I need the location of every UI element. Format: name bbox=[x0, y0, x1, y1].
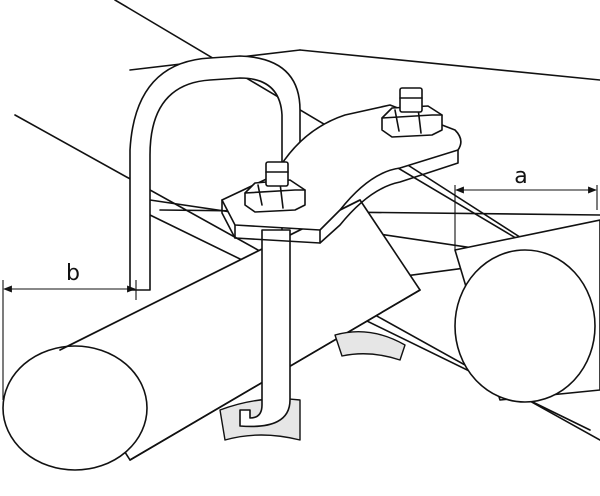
dimension-a: a bbox=[454, 164, 598, 250]
dimension-a-label: a bbox=[514, 164, 527, 189]
right-nut bbox=[381, 87, 443, 138]
u-bolt bbox=[239, 229, 291, 428]
dimension-b: b bbox=[2, 261, 137, 400]
right-pipe bbox=[454, 219, 600, 403]
left-nut bbox=[244, 161, 306, 213]
dimension-b-label: b bbox=[66, 261, 80, 286]
